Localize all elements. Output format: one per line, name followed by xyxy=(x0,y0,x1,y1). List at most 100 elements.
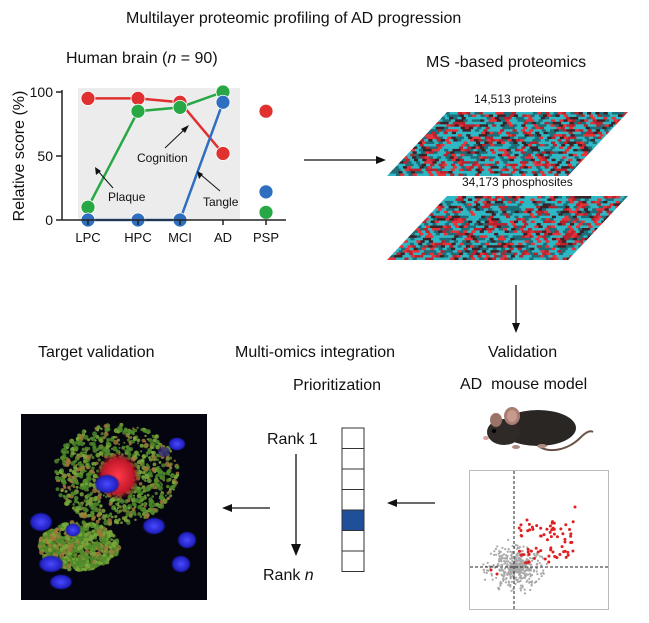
tangle-arrowhead xyxy=(197,171,203,179)
microscopy-image xyxy=(21,414,207,600)
scatter-point xyxy=(502,569,505,572)
chart-points xyxy=(80,84,274,228)
scatter-hit-point xyxy=(571,549,575,553)
scatter-point xyxy=(534,555,538,558)
scatter-point xyxy=(509,557,512,560)
mouse-model-ad: AD xyxy=(460,376,483,393)
scatter-hit-point xyxy=(520,534,524,538)
psp-point-tangle xyxy=(258,184,274,200)
scatter-point xyxy=(521,549,524,553)
scatter-point xyxy=(502,578,505,581)
proteomics-heatmaps xyxy=(387,112,628,260)
scatter-hit-point xyxy=(563,540,567,544)
scatter-point xyxy=(521,567,524,570)
scatter-hit-point xyxy=(489,568,493,572)
scatter-point xyxy=(540,555,544,558)
scatter-point xyxy=(510,557,513,560)
scatter-point xyxy=(514,543,517,547)
scatter-point xyxy=(535,570,538,573)
scatter-hit-point xyxy=(526,550,530,554)
scatter-point xyxy=(499,584,502,587)
target-validation-title: Target validation xyxy=(38,344,155,361)
scatter-point xyxy=(509,583,512,587)
scatter-point xyxy=(535,552,538,555)
scatter-point xyxy=(494,547,498,550)
scatter-point xyxy=(524,569,527,572)
scatter-point xyxy=(491,578,494,581)
scatter-hit-point xyxy=(564,523,568,527)
rank-cell xyxy=(341,448,365,470)
scatter-hit-point xyxy=(518,549,522,553)
scatter-point xyxy=(502,579,505,583)
scatter-point xyxy=(519,587,522,590)
scatter-hit-point xyxy=(569,532,573,536)
scatter-hit-point xyxy=(531,527,535,531)
rank-top-label: Rank 1 xyxy=(267,431,318,448)
scatter-point xyxy=(498,588,501,591)
scatter-point xyxy=(493,550,496,553)
scatter-point xyxy=(500,573,503,576)
scatter-point xyxy=(501,546,504,549)
scatter-hit-point xyxy=(539,534,543,538)
scatter-hit-point xyxy=(573,505,577,509)
rank-cell xyxy=(341,427,365,449)
scatter-hit-point xyxy=(551,550,555,554)
data-point-cognition xyxy=(130,90,146,106)
scatter-point xyxy=(518,562,522,565)
scatter-hit-point xyxy=(545,538,549,542)
scatter-points xyxy=(482,505,577,595)
scatter-point xyxy=(500,558,503,562)
scatter-point xyxy=(528,556,532,560)
scatter-point xyxy=(542,571,545,574)
scatter-point xyxy=(504,571,507,574)
scatter-point xyxy=(483,578,487,581)
scatter-hit-point xyxy=(543,557,547,561)
scatter-point xyxy=(496,545,499,548)
proteins-unit: proteins xyxy=(514,92,557,106)
scatter-hit-point xyxy=(539,549,543,553)
scatter-hit-point xyxy=(539,526,543,530)
scatter-hit-point xyxy=(566,550,570,554)
scatter-hit-point xyxy=(526,529,530,533)
rank-arrow xyxy=(291,454,301,556)
scatter-point xyxy=(504,581,508,584)
scatter-point xyxy=(519,574,523,578)
scatter-hit-point xyxy=(547,560,551,564)
scatter-hit-point xyxy=(550,520,554,524)
cognition-arrowhead xyxy=(181,125,189,133)
scatter-point xyxy=(535,562,539,565)
tangle-annotation: Tangle xyxy=(203,195,239,209)
scatter-point xyxy=(519,569,522,572)
arrow-to-validation xyxy=(512,285,520,333)
scatter-point xyxy=(521,586,524,589)
scatter-point xyxy=(541,557,545,560)
scatter-point xyxy=(519,576,522,580)
psp-point-plaque xyxy=(258,204,274,220)
scatter-point xyxy=(511,544,514,548)
scatter-point xyxy=(510,580,514,583)
scatter-point xyxy=(508,571,511,574)
scatter-point xyxy=(505,560,508,563)
scatter-point xyxy=(521,568,525,571)
scatter-point xyxy=(521,577,524,580)
scatter-point xyxy=(511,562,514,565)
scatter-hit-point xyxy=(527,560,531,564)
scatter-point xyxy=(525,557,528,561)
scatter-point xyxy=(510,563,513,566)
scatter-hit-point xyxy=(569,534,573,538)
scatter-point xyxy=(536,559,540,562)
scatter-point xyxy=(533,581,537,584)
scatter-point xyxy=(521,564,524,567)
scatter-point xyxy=(509,550,512,553)
scatter-hit-point xyxy=(526,547,530,551)
scatter-hit-point xyxy=(527,522,531,526)
scatter-point xyxy=(506,550,509,553)
series-line-cognition xyxy=(88,97,224,155)
scatter-hit-point xyxy=(559,527,563,531)
scatter-point xyxy=(503,559,506,563)
scatter-point xyxy=(518,546,522,549)
x-tick-label: LPC xyxy=(75,230,100,245)
rank-cell-highlighted xyxy=(341,509,365,531)
cognition-arrow xyxy=(164,127,187,149)
scatter-point xyxy=(498,549,501,553)
